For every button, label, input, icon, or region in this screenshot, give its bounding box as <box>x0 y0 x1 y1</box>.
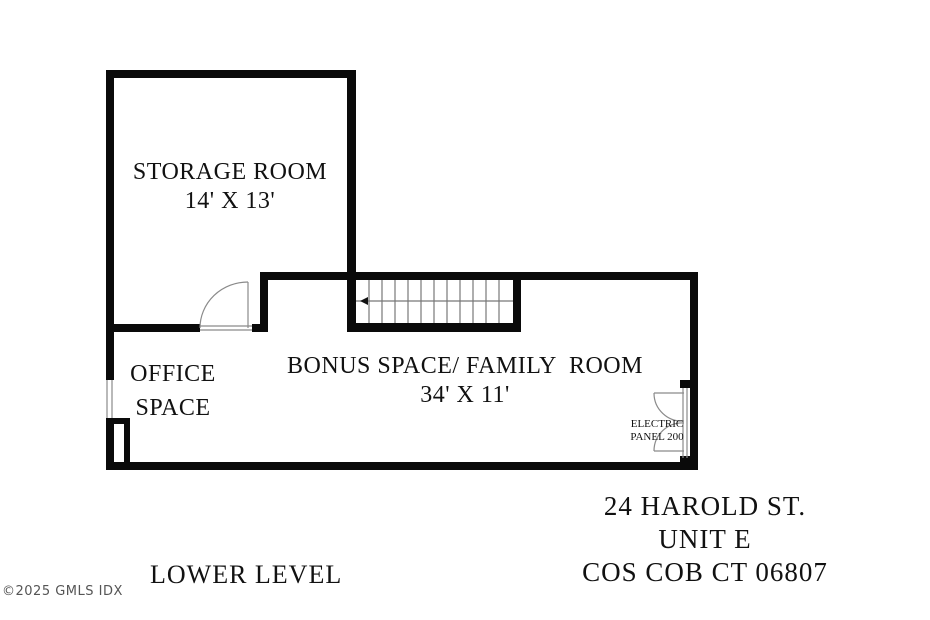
walls <box>106 70 698 470</box>
electric-panel-line2: PANEL 200 <box>630 430 684 443</box>
property-address: 24 HAROLD ST. UNIT E COS COB CT 06807 <box>555 490 855 589</box>
address-line1: 24 HAROLD ST. <box>603 491 807 521</box>
electric-panel-door-icon <box>653 388 688 458</box>
stair-bottom-wall <box>347 323 521 332</box>
storage-top-wall <box>106 70 356 78</box>
stair-right-wall <box>513 272 521 332</box>
storage-room-name: STORAGE ROOM <box>132 159 328 185</box>
storage-right-wall <box>347 70 356 332</box>
window-icon <box>106 380 113 418</box>
bonus-room-label: BONUS SPACE/ FAMILY ROOM 34' X 11' <box>270 352 660 410</box>
closet-notch-side <box>124 418 130 470</box>
copyright-watermark: ©2025 GMLS IDX <box>2 584 123 599</box>
right-wall-bottom-notch <box>680 456 690 464</box>
closet-notch-top <box>106 418 130 424</box>
address-line2: UNIT E <box>658 523 752 554</box>
storage-door-icon <box>199 281 252 331</box>
storage-bottom-wall <box>106 324 200 332</box>
office-space-line2: SPACE <box>135 395 211 422</box>
left-wall-upper <box>106 70 114 380</box>
electric-panel-label: ELECTRIC PANEL 200 <box>612 418 702 444</box>
bottom-wall <box>106 462 698 470</box>
office-space-label: OFFICE SPACE <box>118 357 228 425</box>
bonus-room-dimensions: 34' X 11' <box>420 381 510 408</box>
office-space-line1: OFFICE <box>130 361 216 387</box>
storage-room-label: STORAGE ROOM 14' X 13' <box>112 158 348 216</box>
level-title: LOWER LEVEL <box>150 560 343 589</box>
stairs-icon <box>356 280 513 323</box>
bonus-room-name: BONUS SPACE/ FAMILY ROOM <box>287 353 643 379</box>
storage-room-dimensions: 14' X 13' <box>184 187 276 214</box>
right-wall-upper <box>690 272 698 382</box>
bonus-left-jog-wall <box>260 272 268 332</box>
right-wall-notch <box>680 380 698 388</box>
right-wall-lower <box>690 380 698 470</box>
bonus-top-wall <box>260 272 698 280</box>
left-wall-lower <box>106 418 114 470</box>
address-line3: COS COB CT 06807 <box>582 556 828 587</box>
electric-panel-line1: ELECTRIC <box>630 418 684 430</box>
